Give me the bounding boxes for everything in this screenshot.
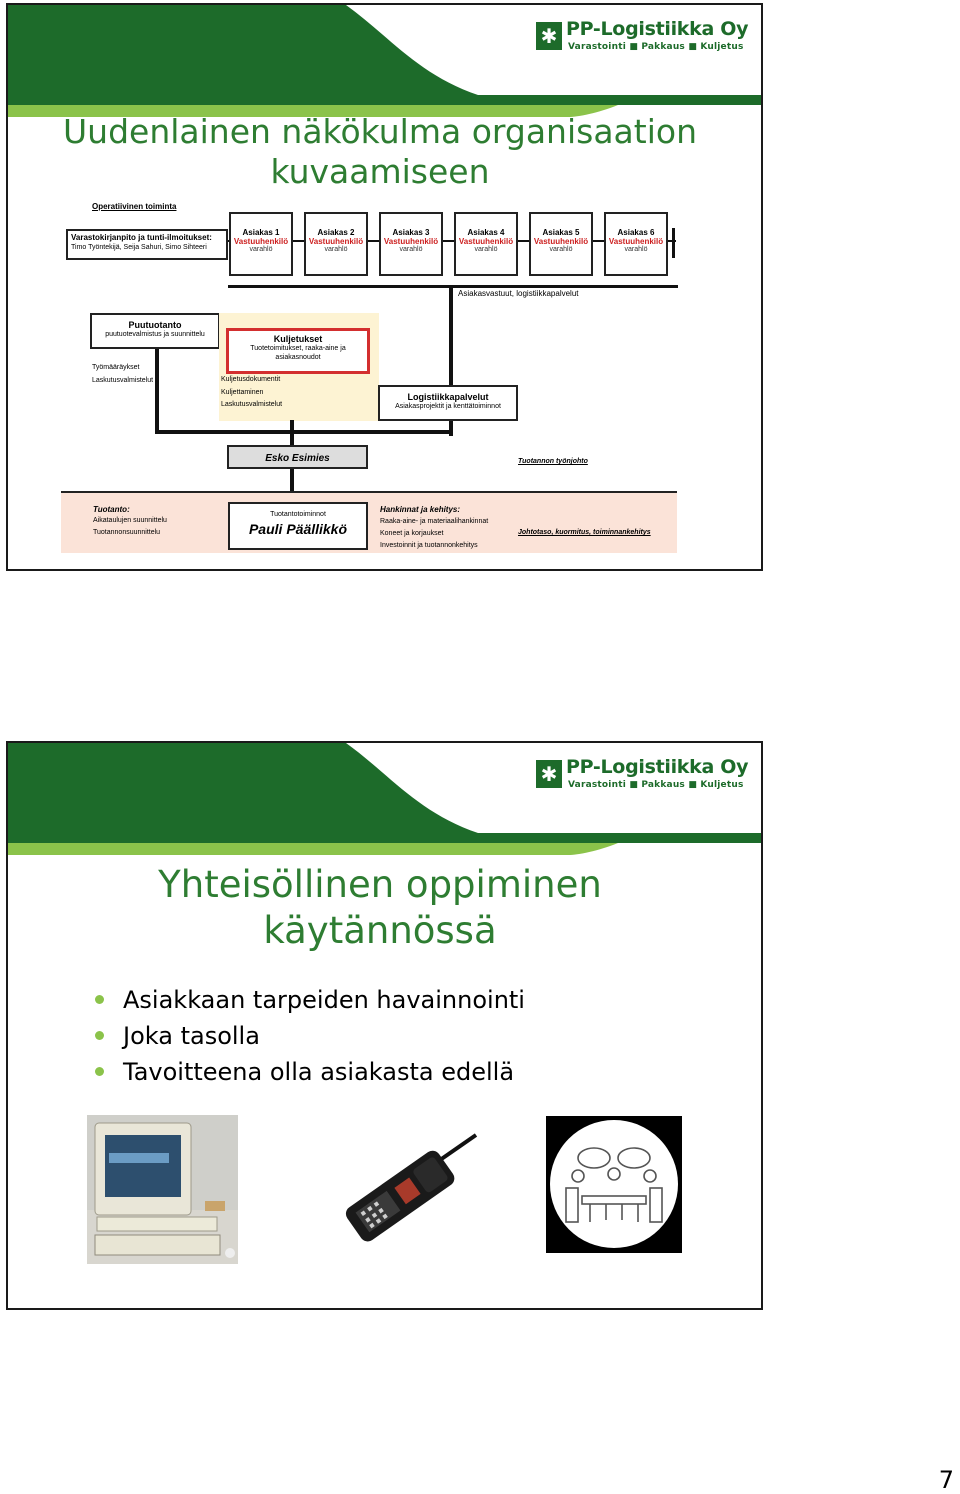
operative-label: Operatiivinen toiminta (92, 202, 177, 211)
connector (155, 430, 453, 434)
customer-box: Asiakas 1 Vastuuhenkilö varahlö (229, 212, 293, 276)
connector (228, 240, 676, 242)
wood-item: Laskutusvalmistelut (92, 377, 154, 384)
connector (672, 228, 675, 258)
customer-backup: varahlö (249, 246, 273, 253)
connector (155, 349, 159, 434)
procurement-item: Koneet ja korjaukset (380, 530, 444, 537)
management-band (61, 491, 677, 553)
wood-item: Työmääräykset (92, 364, 140, 371)
bullet-dot-icon (95, 995, 104, 1004)
slide-1-title: Uudenlainen näkökulma organisaation kuva… (63, 112, 697, 191)
logo-figure-icon: ✱ (536, 760, 562, 788)
customer-box: Asiakas 6 Vastuuhenkilö varahlö (604, 212, 668, 276)
company-logo: ✱ PP-Logistiikka Oy Varastointi ■ Pakkau… (536, 18, 756, 64)
procurement-item: Investoinnit ja tuotannonkehitys (380, 542, 478, 549)
supervisor-name: Esko Esimies (265, 453, 330, 464)
transport-item: Kuljetusdokumentit (221, 376, 281, 383)
customer-backup: varahlö (624, 246, 648, 253)
transport-item: Kuljettaminen (221, 389, 264, 396)
customer-name: Asiakas 2 (317, 228, 355, 237)
customer-backup: varahlö (399, 246, 423, 253)
management-label: Johtotaso, kuormitus, toiminnankehitys (518, 529, 651, 536)
connector (449, 288, 453, 436)
connector (290, 420, 294, 446)
transport-title: Kuljetukset (273, 334, 323, 344)
customer-box: Asiakas 2 Vastuuhenkilö varahlö (304, 212, 368, 276)
logistics-title: Logistiikkapalvelut (407, 392, 489, 402)
procurement-title: Hankinnat ja kehitys: (380, 505, 461, 514)
production-title: Tuotanto: (93, 505, 130, 514)
bullet-text: Asiakkaan tarpeiden havainnointi (123, 986, 525, 1014)
manager-name: Pauli Päällikkö (248, 521, 348, 537)
customer-note: Asiakasvastuut, logistiikkapalvelut (458, 289, 579, 298)
warehouse-people: Timo Työntekijä, Seija Sahuri, Simo Siht… (71, 244, 207, 251)
transport-item: Laskutusvalmistelut (221, 401, 283, 408)
customer-role: Vastuuhenkilö (383, 237, 439, 246)
customer-role: Vastuuhenkilö (458, 237, 514, 246)
bullet-text: Tavoitteena olla asiakasta edellä (123, 1058, 515, 1086)
bullet-dot-icon (95, 1067, 104, 1076)
customer-backup: varahlö (474, 246, 498, 253)
warehouse-box: Varastokirjanpito ja tunti-ilmoitukset: … (66, 229, 228, 260)
page-number: 7 (938, 1466, 954, 1494)
customer-role: Vastuuhenkilö (308, 237, 364, 246)
customer-backup: varahlö (549, 246, 573, 253)
manager-box: Tuotantotoiminnot Pauli Päällikkö (228, 502, 368, 550)
production-item: Aikataulujen suunnittelu (93, 517, 167, 524)
customer-name: Asiakas 1 (242, 228, 280, 237)
wood-sub: puutuotevalmistus ja suunnittelu (105, 331, 205, 338)
customer-role: Vastuuhenkilö (533, 237, 589, 246)
transport-box: Kuljetukset Tuotetoimitukset, raaka-aine… (226, 328, 370, 374)
logo-tagline: Varastointi ■ Pakkaus ■ Kuljetus (568, 42, 744, 52)
connector (228, 285, 678, 288)
wood-title: Puutuotanto (128, 320, 182, 330)
list-item: Tavoitteena olla asiakasta edellä (95, 1054, 525, 1090)
connector (290, 469, 294, 493)
bullet-dot-icon (95, 1031, 104, 1040)
list-item: Asiakkaan tarpeiden havainnointi (95, 982, 525, 1018)
list-item: Joka tasolla (95, 1018, 525, 1054)
production-item: Tuotannonsuunnittelu (93, 529, 161, 536)
logistics-box: Logistiikkapalvelut Asiakasprojektit ja … (378, 385, 518, 421)
slide-header-graphic (8, 743, 761, 855)
manager-role: Tuotantotoiminnot (270, 511, 326, 518)
slide-2-title: Yhteisöllinen oppiminen käytännössä (158, 863, 602, 952)
logo-name: PP-Logistiikka Oy (566, 756, 749, 778)
logo-name: PP-Logistiikka Oy (566, 18, 749, 40)
customer-role: Vastuuhenkilö (608, 237, 664, 246)
customer-box: Asiakas 5 Vastuuhenkilö varahlö (529, 212, 593, 276)
procurement-item: Raaka-aine- ja materiaalihankinnat (380, 518, 489, 525)
customer-name: Asiakas 6 (617, 228, 655, 237)
computer-image (87, 1115, 238, 1264)
logo-tagline: Varastointi ■ Pakkaus ■ Kuljetus (568, 780, 744, 790)
customer-name: Asiakas 3 (392, 228, 430, 237)
logistics-sub: Asiakasprojektit ja kenttätoiminnot (395, 403, 501, 410)
transport-sub: Tuotetoimitukset, raaka-aine ja asiakasn… (250, 345, 346, 361)
logo-figure-icon: ✱ (536, 22, 562, 50)
customer-name: Asiakas 4 (467, 228, 505, 237)
supervisor-box: Esko Esimies (227, 445, 368, 469)
org-chart: Operatiivinen toiminta Varastokirjanpito… (0, 0, 960, 600)
slide-header-graphic (8, 5, 761, 117)
bullet-text: Joka tasolla (123, 1022, 260, 1050)
bullet-list: Asiakkaan tarpeiden havainnointi Joka ta… (95, 982, 525, 1090)
meeting-icon (546, 1116, 682, 1253)
customer-backup: varahlö (324, 246, 348, 253)
customer-role: Vastuuhenkilö (233, 237, 289, 246)
mobile-phone-image (345, 1133, 478, 1242)
customer-box: Asiakas 3 Vastuuhenkilö varahlö (379, 212, 443, 276)
customer-name: Asiakas 5 (542, 228, 580, 237)
company-logo: ✱ PP-Logistiikka Oy Varastointi ■ Pakkau… (536, 756, 756, 802)
wood-production-box: Puutuotanto puutuotevalmistus ja suunnit… (90, 313, 220, 349)
production-lead: Tuotannon työnjohto (518, 458, 588, 465)
customer-box: Asiakas 4 Vastuuhenkilö varahlö (454, 212, 518, 276)
warehouse-title: Varastokirjanpito ja tunti-ilmoitukset: (71, 233, 212, 242)
